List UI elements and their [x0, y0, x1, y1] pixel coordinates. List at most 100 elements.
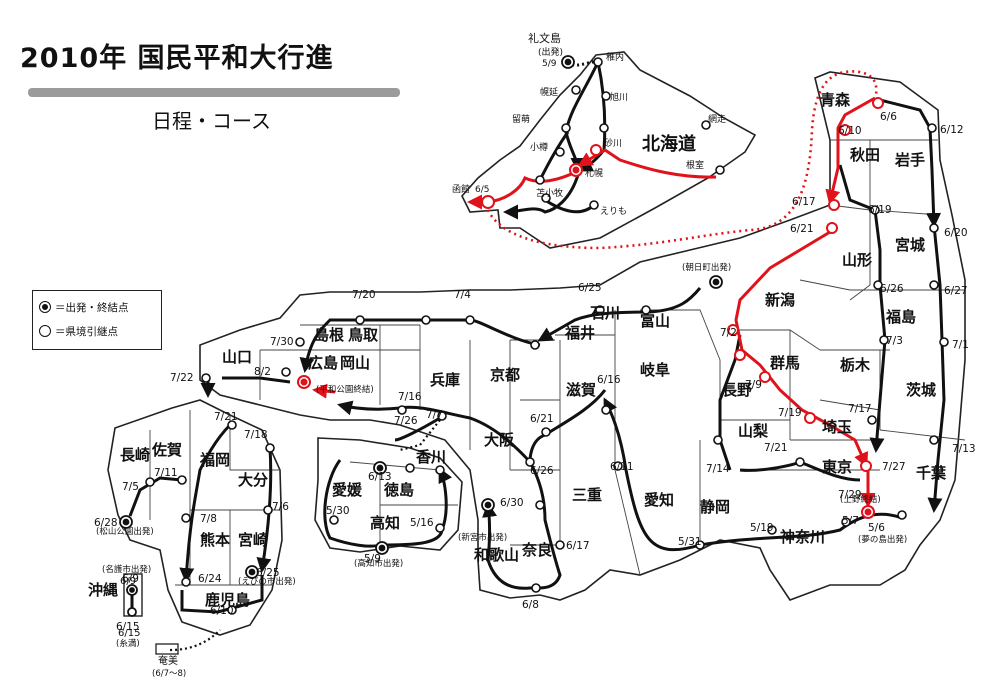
label-oita: 大分 [238, 471, 268, 489]
svg-text:網走: 網走 [708, 113, 726, 125]
date-label: 6/26 [880, 283, 904, 295]
svg-text:函館: 函館 [452, 183, 470, 195]
label-tokyo: 東京 [822, 458, 852, 476]
date-label: 5/16 [410, 517, 434, 529]
label-mie: 三重 [572, 486, 602, 504]
legend-relay: ＝県境引継点 [39, 319, 155, 343]
svg-text:(名護市出発): (名護市出発) [102, 564, 151, 575]
label-saitama: 埼玉 [822, 418, 852, 436]
date-label: 7/26 [394, 415, 418, 427]
date-label: 7/7 [426, 409, 443, 421]
page-title: 2010年 国民平和大行進 [20, 43, 334, 74]
svg-text:(糸満): (糸満) [116, 638, 140, 649]
date-label: 7/29 [838, 489, 862, 501]
date-label: 5/7 [842, 515, 859, 527]
svg-text:奄美: 奄美 [158, 654, 178, 667]
date-label: 6/12 [940, 124, 964, 136]
legend-box: ＝出発・終結点 ＝県境引継点 [32, 290, 162, 350]
date-label: 6/10 [838, 125, 862, 137]
label-fukuoka: 福岡 [199, 451, 230, 469]
date-label: 6/30 [500, 497, 524, 509]
date-label: 7/8 [200, 513, 217, 525]
date-label: 6/26 [530, 465, 554, 477]
svg-text:苫小牧: 苫小牧 [536, 187, 563, 199]
date-label: 7/30 [270, 336, 294, 348]
svg-text:6/5: 6/5 [475, 185, 489, 195]
label-miyazaki: 宮崎 [238, 531, 268, 549]
svg-text:(高知市出発): (高知市出発) [354, 558, 403, 569]
label-shiga: 滋賀 [566, 381, 596, 399]
svg-text:留萌: 留萌 [512, 113, 530, 125]
date-label: 6/25 [256, 567, 280, 579]
label-yamagata: 山形 [842, 251, 872, 269]
date-label: 6/16 [597, 374, 621, 386]
label-miyagi: 宮城 [895, 236, 925, 254]
start-end-point-icon [39, 301, 51, 313]
label-ishikawa: 石川 [589, 304, 620, 322]
label-hyogo: 兵庫 [430, 371, 460, 389]
date-label: 7/6 [272, 501, 289, 513]
date-label: 5/6 [868, 522, 885, 534]
date-label: 7/22 [170, 372, 194, 384]
label-gifu: 岐阜 [640, 361, 670, 379]
prefecture-labels: 北海道 青森 秋田 岩手 山形 宮城 新潟 福島 栃木 茨城 群馬 長野 山梨 … [88, 91, 947, 609]
svg-text:(松山公園出発): (松山公園出発) [96, 526, 154, 537]
date-label: 7/2 [720, 327, 737, 339]
date-label: 7/4 [454, 289, 471, 301]
hokkaido-outline [461, 51, 757, 249]
prefecture-borders [259, 139, 966, 576]
label-aomori: 青森 [820, 91, 851, 109]
date-label: 7/17 [848, 403, 872, 415]
date-label: 6/20 [944, 227, 968, 239]
label-iwate: 岩手 [894, 151, 925, 169]
date-label: 7/20 [352, 289, 376, 301]
annotation-notes: (朝日町出発) (平和公園終結) (上野終結) (夢の島出発) (新宮市出発) … [96, 262, 907, 679]
date-label: 6/27 [944, 285, 968, 297]
label-kyoto: 京都 [490, 366, 520, 384]
label-niigata: 新潟 [765, 291, 795, 309]
date-label: 7/21 [764, 442, 788, 454]
hokkaido-places: 礼文島 (出発) 5/9 稚内 幌延 留萌 旭川 網走 小樽 砂川 札幌 根室 … [452, 31, 726, 217]
title-underline [28, 88, 400, 97]
date-label: 7/5 [122, 481, 139, 493]
svg-text:稚内: 稚内 [606, 51, 624, 63]
label-tottori: 鳥取 [348, 326, 379, 344]
svg-text:(えびの市出発): (えびの市出発) [238, 576, 296, 587]
svg-text:幌延: 幌延 [540, 86, 558, 98]
date-label: 6/28 [94, 517, 118, 529]
page-subtitle: 日程・コース [152, 109, 271, 133]
label-fukushima: 福島 [885, 308, 916, 326]
svg-text:(出発): (出発) [538, 46, 563, 58]
date-label: 8/2 [254, 366, 271, 378]
date-label: 6/19 [868, 204, 892, 216]
date-label: 7/19 [778, 407, 802, 419]
label-nagasaki: 長崎 [120, 446, 150, 464]
label-yamaguchi: 山口 [222, 348, 252, 366]
svg-text:(朝日町出発): (朝日町出発) [682, 262, 731, 273]
date-label: 6/9 [122, 573, 139, 585]
date-label: 6/25 [578, 282, 602, 294]
label-kanagawa: 神奈川 [780, 528, 825, 546]
relay-point-icon [39, 325, 51, 337]
date-label: 6/21 [530, 413, 554, 425]
label-kumamoto: 熊本 [200, 531, 230, 549]
label-nagano: 長野 [722, 381, 752, 399]
label-saga: 佐賀 [151, 441, 182, 459]
svg-text:えりも: えりも [600, 206, 627, 217]
label-shimane: 島根 [314, 326, 344, 344]
shikoku-outline [314, 437, 463, 553]
route-black [128, 60, 946, 614]
label-yamanashi: 山梨 [738, 422, 768, 440]
date-label: 5/9 [364, 553, 381, 565]
amami-box [155, 643, 179, 655]
date-label: 6/21 [790, 223, 814, 235]
label-tokushima: 徳島 [383, 481, 414, 499]
date-label: 7/27 [882, 461, 906, 473]
date-label: 5/31 [678, 536, 702, 548]
route-red [312, 96, 876, 508]
date-label: 7/11 [154, 467, 178, 479]
label-ehime: 愛媛 [332, 481, 363, 499]
kyushu-outline [107, 399, 283, 636]
svg-text:礼文島: 礼文島 [528, 31, 561, 45]
